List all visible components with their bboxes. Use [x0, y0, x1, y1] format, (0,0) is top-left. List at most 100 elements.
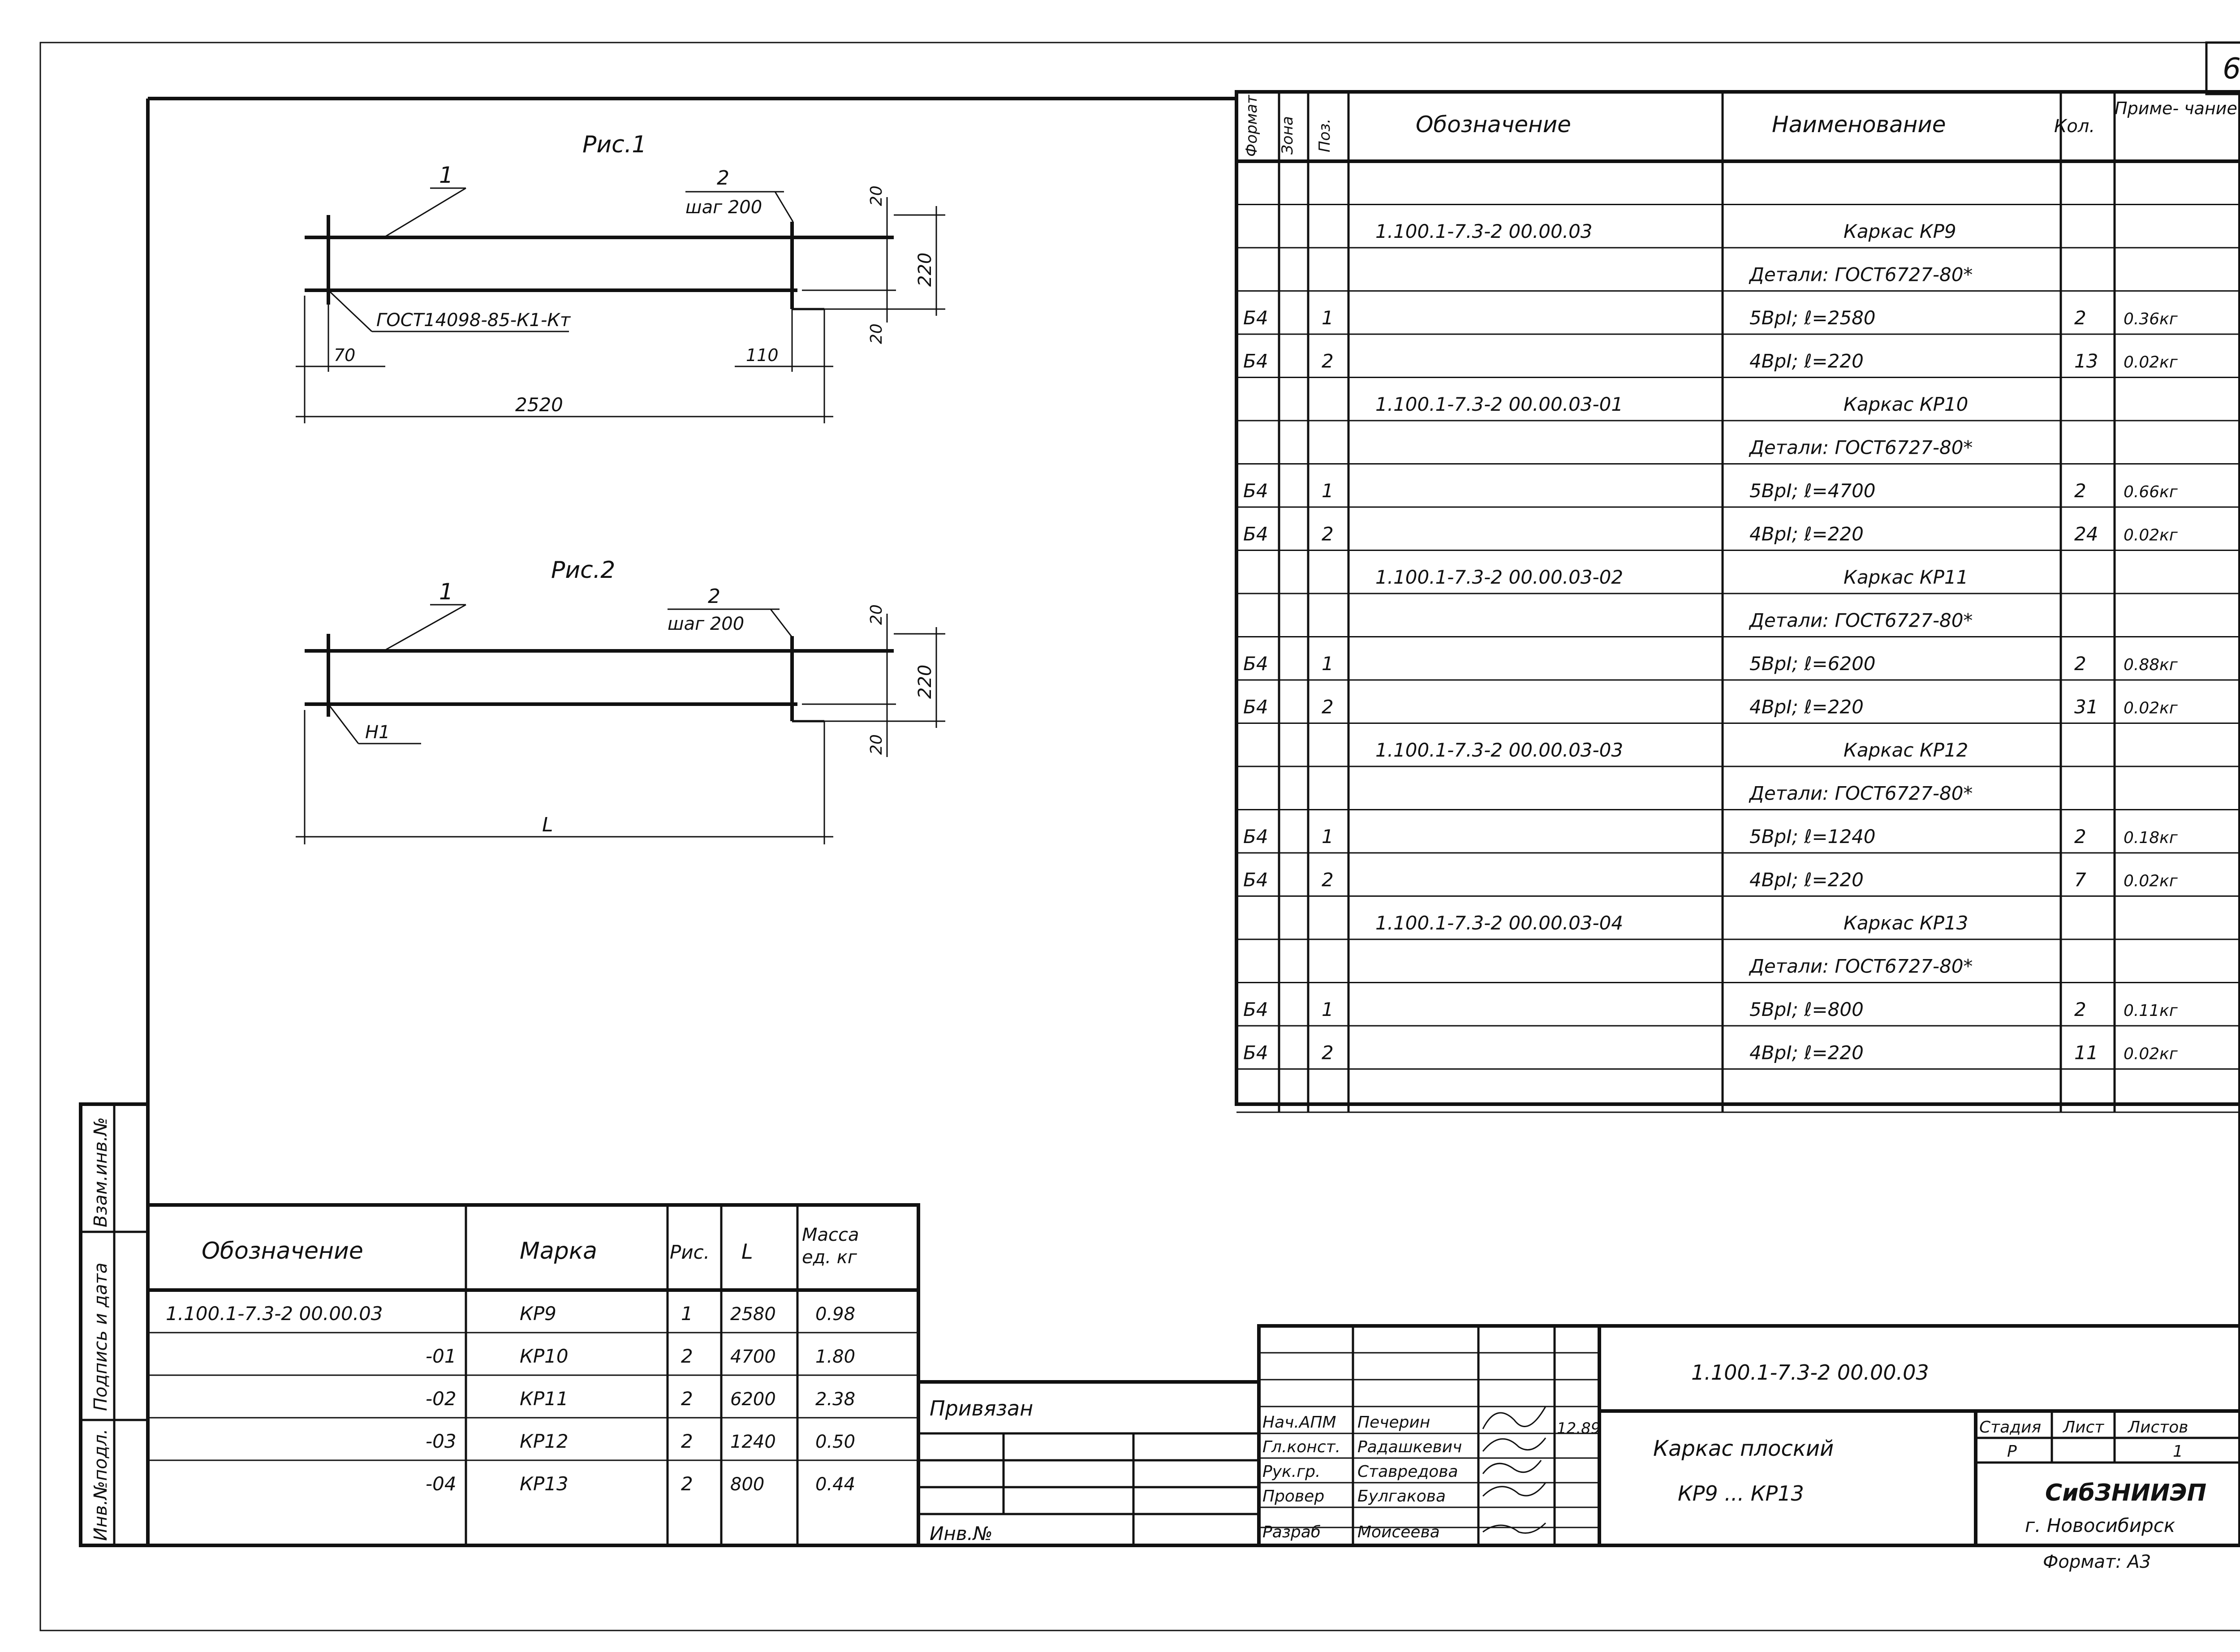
marks-cell-mass: 1.80	[815, 1347, 855, 1367]
tb-staff-name: Ставредова	[1357, 1463, 1458, 1481]
title-block: 1.100.1-7.3-2 00.00.03 Каркас плоский КР…	[1257, 1324, 2240, 1572]
spec-cell-name: Детали: ГОСТ6727-80*	[1749, 437, 1973, 459]
figure-1: Рис.1 1 2 шаг 200 ГОСТ14098-85-К1-Кт 70 …	[296, 131, 945, 423]
spec-cell-note: 0.02кг	[2124, 872, 2178, 891]
tb-staff-name: Радашкевич	[1357, 1438, 1462, 1456]
spec-cell-pos: 2	[1322, 1042, 1334, 1064]
fig2-leader1-line	[385, 604, 466, 651]
side-stamp-inv-orig: Инв.№подл.	[90, 1428, 111, 1541]
marks-cell-mark: КР12	[520, 1430, 569, 1452]
spec-header-note: Приме- чание	[2115, 99, 2237, 118]
spec-cell-name: 4ВрI; ℓ=220	[1749, 696, 1864, 718]
tb-sheets-value: 1	[2173, 1442, 2183, 1461]
spec-cell-qty: 2	[2074, 653, 2086, 675]
spec-cell-name: 4ВрI; ℓ=220	[1749, 523, 1864, 545]
marks-cell-L: 1240	[730, 1432, 776, 1452]
fig2-title: Рис.2	[551, 557, 615, 584]
spec-cell-format: Б4	[1243, 307, 1268, 329]
spec-cell-note: 0.88кг	[2124, 656, 2178, 674]
spec-header-pos: Поз.	[1316, 119, 1334, 152]
figure-2: Рис.2 1 2 шаг 200 Н1 L 20 220 20	[296, 557, 945, 844]
spec-cell-qty: 2	[2074, 826, 2086, 848]
fig2-weld-note: Н1	[365, 722, 390, 743]
marks-cell-mass: 0.98	[815, 1304, 855, 1325]
spec-cell-pos: 1	[1322, 480, 1334, 502]
spec-cell-note: 0.02кг	[2124, 353, 2178, 372]
spec-cell-name: Каркас КР9	[1844, 220, 1956, 242]
fig1-dim-20-top: 20	[867, 185, 886, 206]
fig2-leader2-label: 2	[708, 585, 720, 608]
tb-staff-role: Разраб	[1262, 1523, 1321, 1541]
spec-cell-pos: 2	[1322, 696, 1334, 718]
spec-cell-note: 0.18кг	[2124, 829, 2178, 847]
spec-header-format: Формат	[1243, 95, 1261, 157]
spec-cell-name: 5ВрI; ℓ=2580	[1749, 307, 1876, 329]
marks-cell-designation: -03	[426, 1430, 457, 1452]
side-stamp: Инв.№подл. Подпись и дата Взам.инв.№	[79, 1102, 150, 1547]
marks-cell-mark: КР9	[520, 1303, 556, 1325]
spec-cell-pos: 2	[1322, 869, 1334, 891]
tb-staff-role: Нач.АПМ	[1262, 1413, 1336, 1432]
spec-cell-name: Детали: ГОСТ6727-80*	[1749, 783, 1973, 804]
spec-cell-note: 0.11кг	[2124, 1002, 2178, 1020]
spec-cell-qty: 2	[2074, 998, 2086, 1020]
spec-cell-qty: 31	[2074, 696, 2098, 718]
title-block-border	[1257, 1324, 2240, 1547]
marks-cell-mass: 2.38	[815, 1389, 855, 1410]
binding-inv-no: Инв.№	[930, 1523, 993, 1544]
marks-header-mark: Марка	[520, 1238, 597, 1265]
fig2-dim-20-top: 20	[867, 604, 886, 625]
spec-cell-format: Б4	[1243, 826, 1268, 848]
spec-cell-qty: 11	[2074, 1042, 2098, 1064]
marks-grid	[148, 1205, 918, 1545]
tb-staff-name: Моисеева	[1357, 1523, 1440, 1541]
spec-cell-name: Детали: ГОСТ6727-80*	[1749, 610, 1973, 632]
fig2-dim-20-bottom: 20	[867, 734, 886, 755]
spec-cell-name: 5ВрI; ℓ=4700	[1749, 480, 1876, 502]
spec-cell-format: Б4	[1243, 1042, 1268, 1064]
fig2-leader1-label: 1	[439, 579, 453, 605]
fig1-leader2-label: 2	[717, 167, 729, 189]
tb-staff-role: Рук.гр.	[1262, 1463, 1320, 1481]
spec-cell-name: Каркас КР13	[1844, 912, 1968, 934]
fig1-dim-110: 110	[746, 345, 779, 365]
spec-cell-qty: 13	[2074, 350, 2098, 372]
spec-cell-format: Б4	[1243, 869, 1268, 891]
spec-cell-name: 5ВрI; ℓ=6200	[1749, 653, 1876, 675]
marks-cell-fig: 2	[681, 1473, 693, 1495]
marks-cell-fig: 1	[681, 1303, 693, 1325]
spec-table: Формат Зона Поз. Обозначение Наименовани…	[1235, 90, 2240, 1113]
fig2-leader2-line	[770, 609, 794, 639]
spec-cell-qty: 2	[2074, 307, 2086, 329]
spec-cell-name: Каркас КР12	[1844, 739, 1968, 761]
fig1-leader1-line	[385, 187, 466, 237]
spec-cell-format: Б4	[1243, 696, 1268, 718]
spec-cell-pos: 1	[1322, 307, 1334, 329]
spec-header-qty: Кол.	[2054, 116, 2095, 137]
marks-header-fig: Рис.	[670, 1241, 710, 1263]
tb-stage-label: Стадия	[1979, 1418, 2041, 1437]
fig1-dim-70: 70	[334, 345, 355, 365]
tb-date: 12.89	[1557, 1420, 1600, 1437]
marks-table: Обозначение Марка Рис. L Масса ед. кг 1.…	[146, 1203, 920, 1547]
marks-cell-mark: КР10	[520, 1345, 569, 1367]
spec-cell-qty: 24	[2074, 523, 2098, 545]
spec-cell-name: Детали: ГОСТ6727-80*	[1749, 955, 1973, 977]
spec-cell-designation: 1.100.1-7.3-2 00.00.03-02	[1375, 566, 1623, 588]
spec-cell-name: Каркас КР10	[1844, 393, 1968, 415]
spec-cell-name: 5ВрI; ℓ=800	[1749, 998, 1864, 1020]
tb-sheets-label: Листов	[2127, 1418, 2188, 1437]
fig2-weld-leader	[327, 704, 359, 744]
tb-staff-name: Печерин	[1357, 1413, 1430, 1432]
fig1-leader2-line	[774, 191, 794, 222]
spec-cell-name: 4ВрI; ℓ=220	[1749, 869, 1864, 891]
spec-cell-pos: 2	[1322, 350, 1334, 372]
tb-staff-role: Провер	[1262, 1487, 1324, 1506]
marks-cell-designation: -01	[426, 1345, 457, 1367]
spec-cell-designation: 1.100.1-7.3-2 00.00.03-01	[1375, 393, 1623, 415]
marks-cell-L: 800	[730, 1474, 764, 1495]
tb-org: СибЗНИИЭП	[2045, 1480, 2206, 1506]
marks-cell-L: 4700	[730, 1347, 776, 1367]
